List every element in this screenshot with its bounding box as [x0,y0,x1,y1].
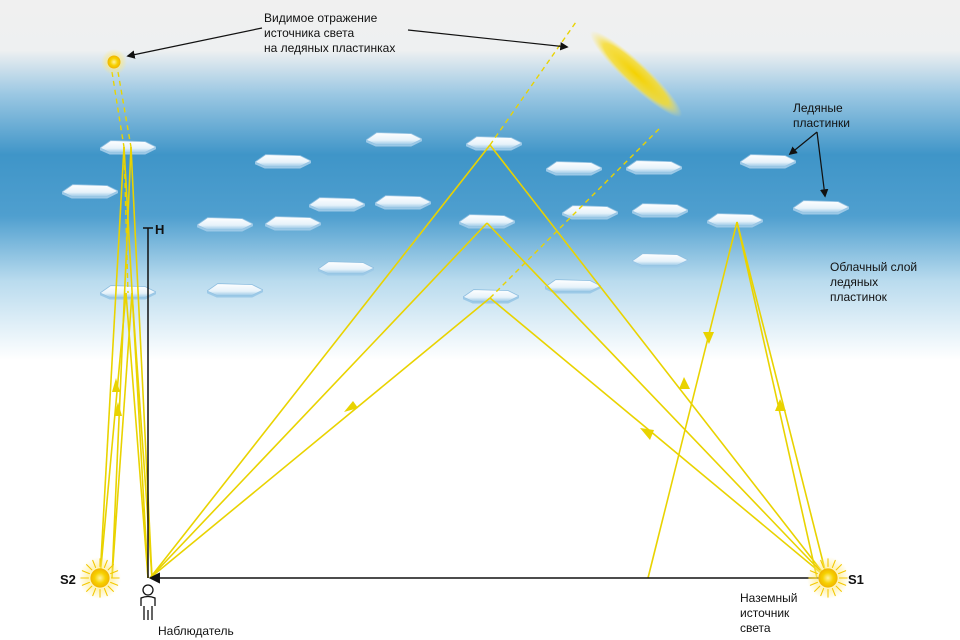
ice-plate [100,139,156,156]
ice-plate [255,153,311,170]
height-marker [143,227,153,578]
ice-plate [546,160,602,177]
plates-pointer [816,131,829,198]
reflection-streak [589,30,683,118]
height-label: H [155,222,165,237]
ice-plate [62,183,118,200]
reflection-pointer-right [407,29,569,51]
ice-plate [197,216,253,233]
ice-plate [707,212,763,229]
ice-plate [265,215,321,232]
virtual-image-lines [111,21,661,299]
sun-icon [806,556,850,600]
arrow-up-icon [112,378,120,392]
arrow-up-icon [640,428,654,440]
source-s1-label: S1 [848,572,864,587]
plates-pointer [788,131,818,156]
plates-label: Ледяные пластинки [793,101,850,130]
ground-source-label: Наземный источник света [740,591,798,635]
ray-direction-arrows [112,332,786,440]
ice-plate [318,260,374,277]
reflection-pointer-left [126,27,263,59]
reflection-label: Видимое отражение источника света на лед… [264,11,396,55]
arrow-up-icon [775,399,786,411]
arrow-up-icon [679,377,690,389]
ice-plate [309,196,365,213]
arrow-down-icon [703,332,714,344]
person-icon [140,584,156,620]
arrow-up-icon [114,402,122,416]
ice-plate [375,194,431,211]
source-s2-label: S2 [60,572,76,587]
ice-plate [632,252,688,269]
ice-plate [562,204,618,221]
ice-plate [366,131,422,148]
ice-plate [632,202,688,219]
observer-label: Наблюдатель [158,624,234,638]
sun-icon [78,556,122,600]
annotation-arrows [126,27,829,198]
ice-plate [793,199,849,216]
ice-plate [207,282,263,299]
ice-plate [626,159,682,176]
ice-plate [740,153,796,170]
cloud-layer-label: Облачный слой ледяных пластинок [830,260,918,304]
ice-plate [466,135,522,152]
virtual-light-image-icon [107,55,121,69]
arrow-left-icon [344,401,358,412]
ice-plate [459,213,515,230]
